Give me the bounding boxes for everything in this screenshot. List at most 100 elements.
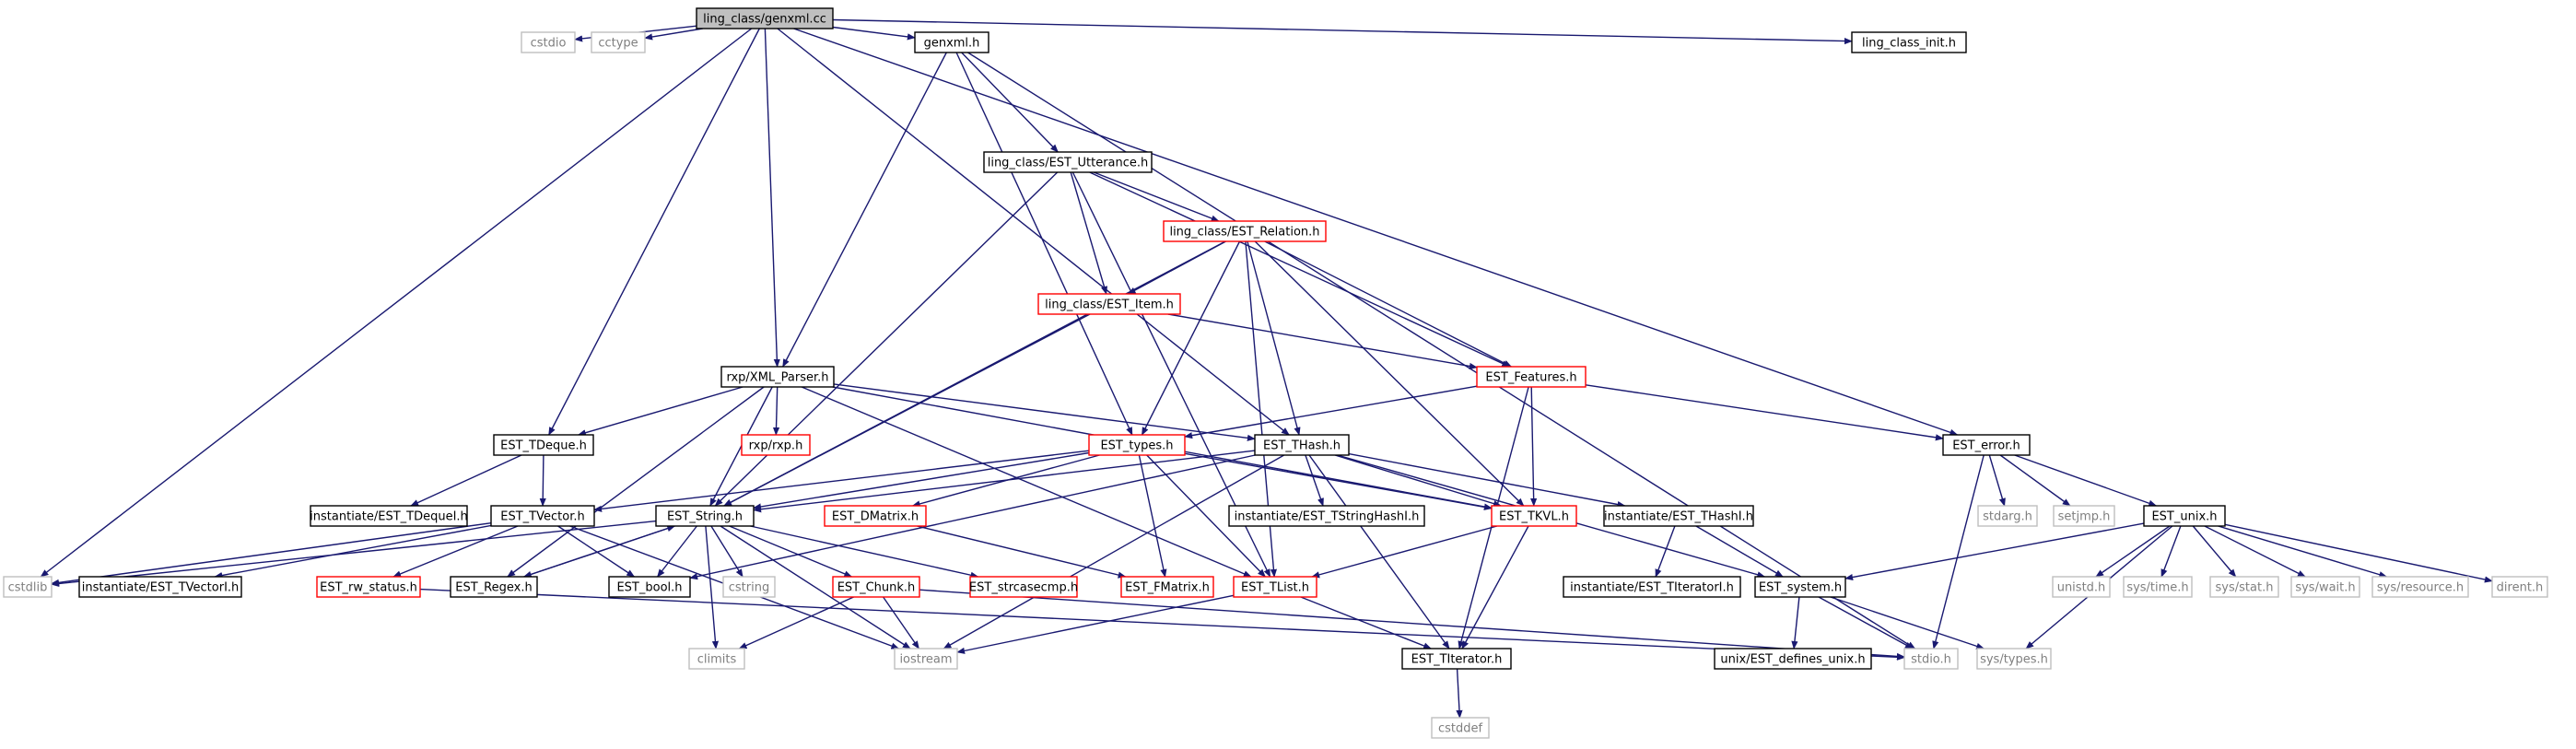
node-setjmp-h: setjmp.h (2053, 505, 2115, 527)
node-box (655, 505, 755, 527)
edge-xml_parser_h-to-est_thash_h (833, 383, 1256, 441)
node-label: EST_error.h (1952, 439, 2020, 453)
node-box (1233, 576, 1317, 598)
node-box (1942, 434, 2031, 456)
node-est-types-h[interactable]: EST_types.h (1088, 434, 1186, 456)
node-box (2053, 505, 2115, 527)
edge-est_types_h-to-est_tlist_h (1146, 454, 1266, 578)
node-est-dmatrix-h[interactable]: EST_DMatrix.h (824, 505, 927, 527)
node-est-strcasecmp-h[interactable]: EST_strcasecmp.h (969, 576, 1078, 598)
node-est-titerator-h[interactable]: EST_TIterator.h (1401, 648, 1512, 670)
node-genxml-h[interactable]: genxml.h (914, 31, 989, 53)
node-box (3, 576, 53, 598)
node-xml-parser-h[interactable]: rxp/XML_Parser.h (720, 366, 835, 388)
node-box (1491, 505, 1577, 527)
edge-est_thash_h-to-inst_thashi_h (1348, 452, 1626, 509)
edge-est_tkvl_h-to-est_titerator_h (1461, 525, 1529, 650)
node-est-string-h[interactable]: EST_String.h (655, 505, 755, 527)
edge-genxml_cc-to-genxml_h (832, 26, 916, 41)
node-rxp-h[interactable]: rxp/rxp.h (741, 434, 811, 456)
edge-est_types_h-to-est_tkvl_h (1184, 452, 1493, 510)
edge-est_string_h-to-est_bool_h (657, 525, 697, 578)
edge-est_types_h-to-est_string_h (753, 451, 1090, 510)
node-est-fmatrix-h[interactable]: EST_FMatrix.h (1120, 576, 1214, 598)
node-label: sys/stat.h (2216, 581, 2274, 595)
edge-est_thash_h-to-est_bool_h (689, 454, 1256, 580)
edge-est_tvector_h-to-cstdlib (51, 522, 492, 586)
node-est-regex-h[interactable]: EST_Regex.h (450, 576, 538, 598)
node-inst-tvectori-h[interactable]: instantiate/EST_TVectorI.h (78, 576, 242, 598)
edge-inst_thashi_h-to-inst_titeratori_h (1655, 525, 1676, 578)
edge-est_error_h-to-stdarg_h (1988, 454, 2006, 507)
edge-est_tvector_h-to-inst_tvectori_h (214, 524, 492, 579)
node-label: EST_THash.h (1263, 439, 1341, 453)
node-inst-thashi-h[interactable]: instantiate/EST_THashI.h (1603, 505, 1754, 527)
node-est-unix-h[interactable]: EST_unix.h (2143, 505, 2226, 527)
edge-est_relation_h-to-est_tkvl_h (1254, 240, 1525, 507)
edge-est_chunk_h-to-stdio_h (919, 589, 1905, 661)
node-est-tkvl-h[interactable]: EST_TKVL.h (1491, 505, 1577, 527)
node-est-bool-h[interactable]: EST_bool.h (608, 576, 691, 598)
node-box (894, 648, 958, 670)
edge-genxml_h-to-est_types_h (955, 52, 1133, 436)
node-label: unistd.h (2057, 581, 2106, 595)
edge-est_tlist_h-to-est_titerator_h (1300, 596, 1433, 650)
node-box (2491, 576, 2548, 598)
node-label: rxp/rxp.h (749, 439, 803, 453)
edge-est_unix_h-to-sys_time_h (2160, 525, 2182, 578)
node-est-tlist-h[interactable]: EST_TList.h (1233, 576, 1317, 598)
node-est-item-h[interactable]: ling_class/EST_Item.h (1037, 293, 1181, 315)
edge-xml_parser_h-to-est_tlist_h (801, 386, 1252, 578)
edge-est_utterance_h-to-est_item_h (1070, 171, 1107, 295)
node-cstdlib: cstdlib (3, 576, 53, 598)
edge-est_tvector_h-to-est_rw_status_h (392, 525, 519, 578)
node-est-rw-status-h[interactable]: EST_rw_status.h (316, 576, 421, 598)
edge-est_tlist_h-to-iostream (956, 594, 1235, 654)
node-box (688, 648, 745, 670)
node-box (969, 576, 1078, 598)
edge-est_string_h-to-est_strcasecmp_h (750, 525, 979, 579)
node-cctype: cctype (591, 31, 646, 53)
node-est-relation-h[interactable]: ling_class/EST_Relation.h (1163, 220, 1327, 242)
node-est-chunk-h[interactable]: EST_Chunk.h (832, 576, 920, 598)
edge-genxml_h-to-est_utterance_h (961, 52, 1059, 153)
node-box (720, 366, 835, 388)
node-label: iostream (899, 653, 952, 667)
node-box (1851, 31, 1967, 53)
node-inst-titeratori-h[interactable]: instantiate/EST_TIteratorI.h (1563, 576, 1741, 598)
edge-est_titerator_h-to-cstddef (1456, 668, 1463, 719)
node-ling-class-init-h[interactable]: ling_class_init.h (1851, 31, 1967, 53)
node-box (450, 576, 538, 598)
node-label: stdarg.h (1983, 510, 2032, 524)
node-box (1431, 717, 1490, 739)
node-inst-tdequei-h[interactable]: instantiate/EST_TDequeI.h (310, 505, 468, 527)
edge-est_features_h-to-est_error_h (1585, 384, 1944, 441)
node-est-thash-h[interactable]: EST_THash.h (1254, 434, 1350, 456)
edge-xml_parser_h-to-est_regex_h (507, 386, 765, 578)
node-box (2123, 576, 2193, 598)
node-est-tvector-h[interactable]: EST_TVector.h (490, 505, 595, 527)
node-est-tdeque-h[interactable]: EST_TDeque.h (493, 434, 594, 456)
node-genxml-cc[interactable]: ling_class/genxml.cc (696, 7, 834, 29)
node-sys-time-h: sys/time.h (2123, 576, 2193, 598)
node-est-features-h[interactable]: EST_Features.h (1476, 366, 1587, 388)
edge-est_unix_h-to-sys_resource_h (2218, 525, 2388, 579)
node-box (1476, 366, 1587, 388)
node-est-error-h[interactable]: EST_error.h (1942, 434, 2031, 456)
node-label: cstring (729, 581, 769, 595)
edge-layer (40, 18, 2493, 719)
node-label: EST_strcasecmp.h (969, 581, 1078, 595)
node-est-system-h[interactable]: EST_system.h (1754, 576, 1846, 598)
edge-est_relation_h-to-est_thash_h (1247, 240, 1301, 436)
node-inst-tstringhashi-h[interactable]: instantiate/EST_TStringHashI.h (1228, 505, 1425, 527)
node-unix-est-defines-unix-h[interactable]: unix/EST_defines_unix.h (1714, 648, 1872, 670)
node-label: EST_types.h (1100, 439, 1173, 453)
node-label: climits (697, 653, 737, 667)
node-est-utterance-h[interactable]: ling_class/EST_Utterance.h (983, 151, 1153, 173)
node-label: unix/EST_defines_unix.h (1720, 653, 1865, 667)
edge-est_tvector_h-to-est_bool_h (557, 525, 636, 578)
edge-genxml_h-to-stdio_h (967, 52, 1916, 650)
node-iostream: iostream (894, 648, 958, 670)
node-label: EST_String.h (667, 510, 743, 524)
